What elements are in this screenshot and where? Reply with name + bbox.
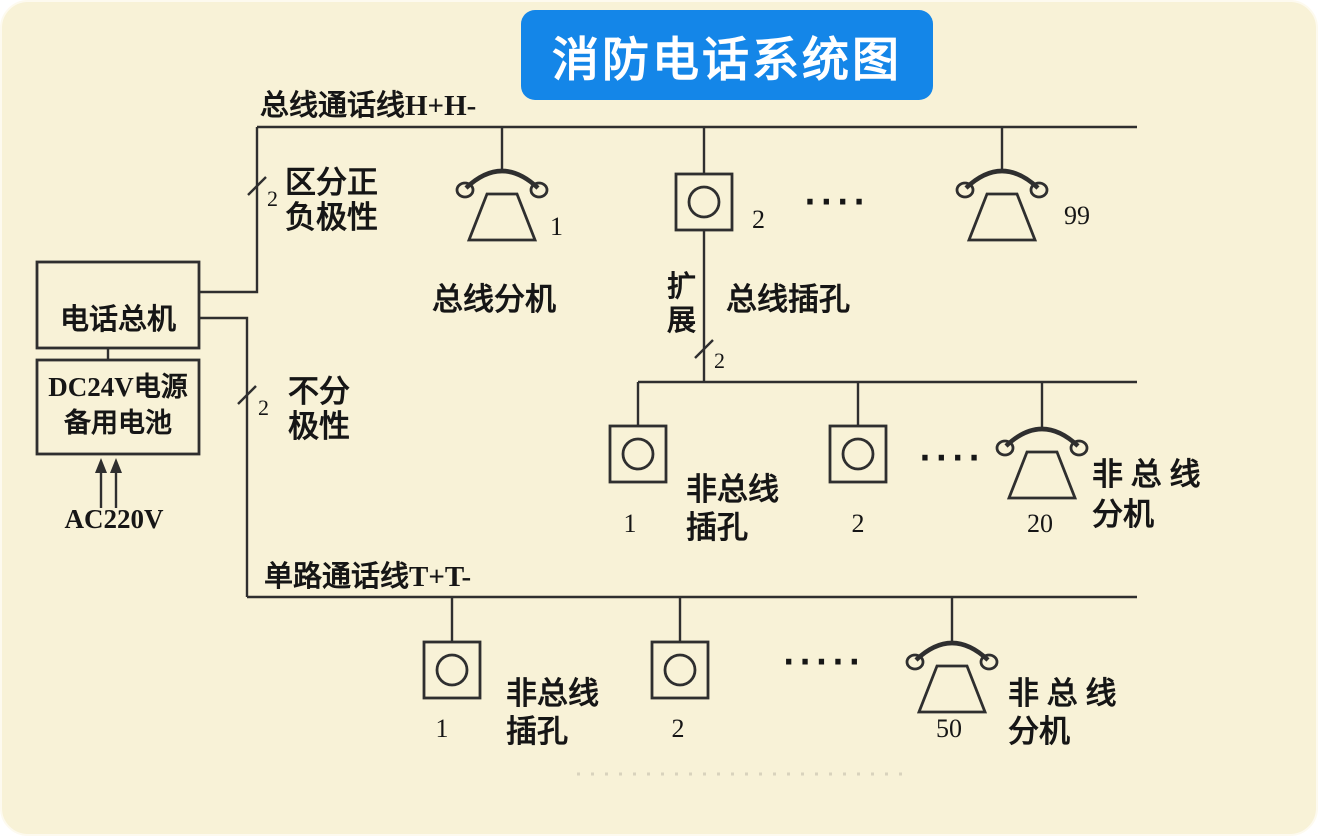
single-line-bus: 单路通话线T+T- 1 非总线 插孔 2 ····· 50 非 总 线 分机	[247, 560, 1137, 776]
nonbus-jack-label-line2: 插孔	[686, 510, 748, 545]
ellipsis-dots: ····	[804, 185, 870, 220]
telephone-handset-icon	[907, 643, 997, 712]
device-number: 2	[852, 509, 865, 538]
single-jack-1: 1	[422, 597, 482, 743]
ellipsis-dots: ····	[919, 441, 985, 476]
top-bus-label: 总线通话线H+H-	[260, 89, 476, 122]
expansion-link: 扩 展 2	[667, 230, 725, 382]
bottom-bus-label: 单路通话线T+T-	[264, 560, 471, 593]
telephone-jack-socket-icon	[828, 424, 888, 484]
nonbus-extension-label-line1: 非 总 线	[1008, 676, 1117, 711]
device-number: 1	[550, 212, 563, 241]
nonbus-jack-label-line2: 插孔	[506, 714, 568, 749]
wire-count: 2	[267, 186, 278, 211]
telephone-jack-socket-icon	[608, 424, 668, 484]
no-polarity-note-line2: 极性	[288, 409, 350, 444]
wire-count: 2	[714, 348, 725, 373]
single-riser-wire	[199, 316, 249, 597]
nonbus-jack-label-line1: 非总线	[506, 676, 599, 711]
main-unit-box	[35, 260, 201, 350]
telephone-jack-socket-icon	[422, 640, 482, 700]
expansion-branch: 1 非总线 插孔 2 ···· 20 非 总 线 分机	[608, 380, 1201, 545]
page-title: 消防电话系统图	[552, 32, 902, 86]
telephone-handset-icon	[457, 171, 547, 240]
main-unit-label: 电话总机	[60, 303, 176, 336]
telephone-jack-socket-icon	[650, 640, 710, 700]
bus-phone-1: 1	[457, 127, 563, 241]
telephone-handset-icon	[957, 171, 1047, 240]
nonbus-extension-label-line2: 分机	[1092, 497, 1154, 532]
expansion-jack-1: 1	[608, 382, 668, 538]
bus-riser-wire	[199, 127, 259, 294]
telephone-handset-icon	[997, 429, 1087, 498]
expansion-label-char1: 扩	[667, 270, 696, 303]
expansion-phone-20: 20	[997, 382, 1087, 538]
device-number: 99	[1064, 201, 1090, 230]
device-number: 2	[672, 714, 685, 743]
bus-jack-label: 总线插孔	[726, 282, 850, 317]
nonbus-extension-label-line1: 非 总 线	[1092, 457, 1201, 492]
single-phone-50: 50	[907, 597, 997, 743]
dc-power-box	[35, 358, 201, 456]
top-bus: 总线通话线H+H- 1 总线分机 2 总线插孔 ···· 99	[257, 89, 1137, 317]
no-polarity-note-line1: 不分	[288, 374, 350, 409]
bus-riser: 2 区分正 负极性	[199, 127, 378, 294]
nonbus-extension-label-line2: 分机	[1008, 714, 1070, 749]
up-arrow-icon	[110, 458, 122, 473]
polarity-note-line1: 区分正	[285, 165, 378, 200]
bus-jack-2: 2	[674, 127, 765, 234]
device-number: 50	[936, 714, 962, 743]
up-arrow-icon	[95, 458, 107, 473]
device-number: 1	[436, 714, 449, 743]
expansion-label-char2: 展	[667, 305, 696, 337]
ac-input-label: AC220V	[65, 504, 164, 534]
nonbus-jack-label-line1: 非总线	[686, 472, 779, 507]
device-number: 2	[752, 205, 765, 234]
single-jack-2: 2	[650, 597, 710, 743]
polarity-note-line2: 负极性	[285, 200, 378, 235]
single-line-riser: 2 不分 极性	[199, 316, 350, 597]
wire-count: 2	[258, 395, 269, 420]
main-phone-exchange: 电话总机 DC24V电源 备用电池 AC220V	[35, 260, 201, 534]
device-number: 20	[1027, 509, 1053, 538]
dc-power-label-line2: 备用电池	[63, 408, 172, 438]
telephone-jack-socket-icon	[674, 172, 734, 232]
ellipsis-dots: ·····	[783, 645, 865, 680]
title-banner: 消防电话系统图	[521, 10, 933, 100]
dc-power-label-line1: DC24V电源	[48, 372, 188, 402]
bus-phone-99: 99	[957, 127, 1090, 240]
bus-extension-label: 总线分机	[432, 282, 556, 317]
expansion-jack-2: 2	[828, 382, 888, 538]
device-number: 1	[624, 509, 637, 538]
